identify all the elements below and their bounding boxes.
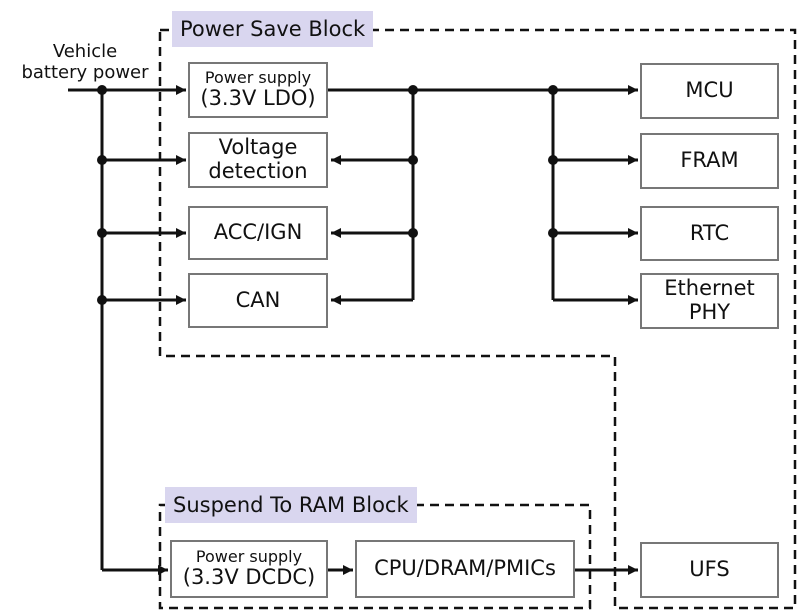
junction-dot xyxy=(548,155,558,165)
junction-dot xyxy=(408,155,418,165)
junction-dot xyxy=(97,155,107,165)
power-save-block-title: Power Save Block xyxy=(172,11,374,47)
junction-dot xyxy=(408,85,418,95)
fram-box: FRAM xyxy=(640,133,779,189)
battery-power-label: Vehicle battery power xyxy=(21,41,149,83)
junction-dot xyxy=(548,85,558,95)
suspend-block-title: Suspend To RAM Block xyxy=(165,487,417,523)
power-save-block-border xyxy=(158,28,797,610)
junction-dot xyxy=(97,295,107,305)
acc-ign-box: ACC/IGN xyxy=(188,206,328,260)
junction-dot xyxy=(97,228,107,238)
rtc-box: RTC xyxy=(640,206,779,261)
power-supply-dcdc-box: Power supply (3.3V DCDC) xyxy=(170,540,328,598)
ethernet-phy-box: Ethernet PHY xyxy=(640,273,779,329)
junction-dot xyxy=(97,85,107,95)
junction-dot xyxy=(548,228,558,238)
voltage-detection-box: Voltage detection xyxy=(188,132,328,188)
can-box: CAN xyxy=(188,273,328,328)
power-supply-ldo-box: Power supply (3.3V LDO) xyxy=(188,62,328,118)
junction-dot xyxy=(408,228,418,238)
ufs-box: UFS xyxy=(640,542,779,598)
mcu-box: MCU xyxy=(640,63,779,119)
cpu-dram-pmics-box: CPU/DRAM/PMICs xyxy=(355,540,575,598)
